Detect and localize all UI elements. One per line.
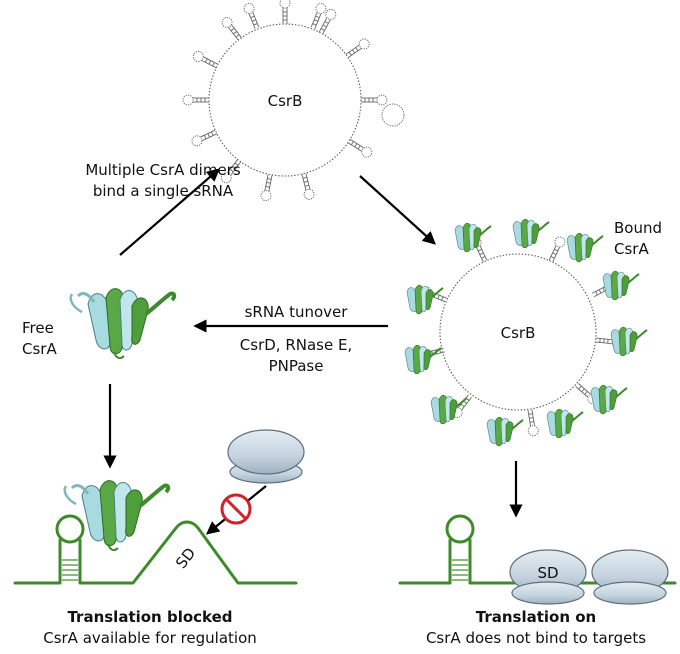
free-csra-label-line2: CsrA: [22, 340, 57, 358]
inhibit-icon: [220, 493, 252, 525]
csrb-bound-label: CsrB: [501, 324, 536, 342]
csrb-large-loop: [381, 103, 405, 127]
ribosome-1: [509, 549, 587, 605]
translation-on-panel: SD Translation on CsrA does not bind to …: [398, 514, 677, 647]
blocked-title: Translation blocked: [67, 608, 232, 626]
sd-label-blocked: SD: [172, 544, 199, 572]
ribosome-2: [591, 549, 669, 605]
ribosome-blocked: [227, 429, 305, 484]
blocked-subtitle: CsrA available for regulation: [43, 629, 257, 647]
arrow-sequester: [359, 175, 436, 245]
enzymes-label-line2: PNPase: [269, 357, 324, 375]
mrna-hairpin-on: [445, 514, 475, 581]
multiple-label-line2: bind a single sRNA: [93, 182, 234, 200]
mrna-hairpin-blocked: [55, 514, 85, 581]
sd-label-on: SD: [537, 564, 558, 582]
csrb-circle: [208, 23, 362, 177]
multiple-label-line1: Multiple CsrA dimers: [85, 161, 241, 179]
on-subtitle: CsrA does not bind to targets: [426, 629, 646, 647]
csrb-bound-complex: CsrB Bound CsrA: [404, 218, 662, 447]
bound-csra-label-line1: Bound: [614, 219, 662, 237]
csrb-bound-circle: [439, 253, 597, 411]
arrow-bind: [119, 168, 220, 256]
turnover-label: sRNA tunover: [245, 303, 349, 321]
csrb-free: CsrB: [182, 0, 405, 202]
bound-csra-label-line2: CsrA: [614, 240, 649, 258]
mrna-blocked: [13, 520, 298, 585]
csrb-top-label: CsrB: [268, 92, 303, 110]
free-csra-label-line1: Free: [22, 319, 54, 337]
translation-blocked-panel: SD Translation blocked CsrA available fo…: [13, 429, 305, 647]
free-csra: Free CsrA: [22, 286, 177, 361]
on-title: Translation on: [476, 608, 596, 626]
enzymes-label-line1: CsrD, RNase E,: [240, 336, 352, 354]
